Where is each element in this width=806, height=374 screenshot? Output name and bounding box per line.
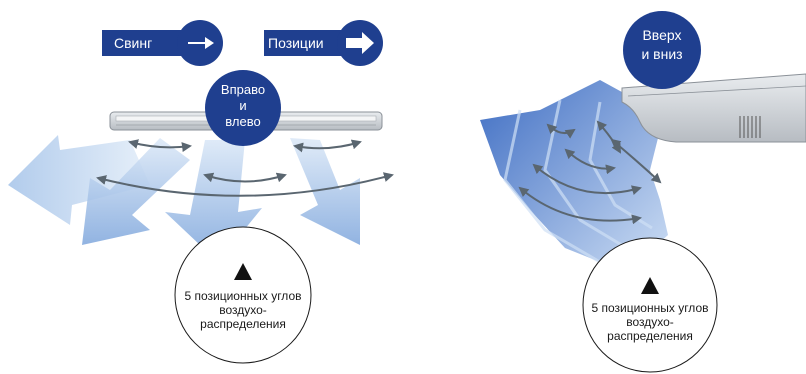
right-caption-line3: распределения [607, 329, 693, 343]
swing-arc-1 [546, 123, 576, 139]
left-airflow-fan [8, 135, 360, 262]
badge-left-right-line2: и [239, 98, 247, 113]
badge-up-down-line1: Вверх [642, 27, 682, 43]
left-swing-arrows [96, 139, 394, 197]
airflow-arrow-far-left [8, 135, 150, 225]
triangle-marker-left [234, 263, 252, 280]
left-caption-line1: 5 позиционных углов [184, 289, 302, 303]
left-caption: 5 позиционных углов воздухо- распределен… [173, 289, 313, 331]
badge-up-down-text: Вверх и вниз [624, 26, 700, 64]
legend-positions-label: Позиции [268, 35, 324, 51]
triangle-marker-right [641, 277, 659, 294]
positions-arrow-icon [346, 32, 374, 54]
badge-left-right-line3: влево [225, 114, 261, 129]
left-caption-line3: распределения [200, 317, 286, 331]
badge-left-right-text: Вправо и влево [205, 82, 281, 130]
swing-arc-lower [96, 172, 394, 197]
swing-arc-6 [610, 138, 662, 184]
right-caption-line1: 5 позиционных углов [591, 301, 709, 315]
right-caption-circle [582, 237, 718, 373]
swing-arc-5 [518, 186, 642, 225]
right-indoor-unit [621, 73, 806, 143]
badge-left-right [205, 70, 281, 146]
left-caption-line2: воздухо- [219, 303, 267, 317]
right-caption-line2: воздухо- [626, 315, 674, 329]
right-caption: 5 позиционных углов воздухо- распределен… [580, 301, 720, 343]
legend-positions [264, 20, 383, 66]
unit-vent-grille [739, 116, 761, 138]
swing-arc-upper-right [293, 139, 362, 153]
legend-swing [102, 20, 223, 66]
badge-up-down [623, 11, 701, 89]
badge-up-down-line2: и вниз [641, 46, 683, 62]
airflow-arrow-right [290, 138, 360, 245]
airflow-arrow-left [82, 138, 190, 245]
left-caption-circle [174, 226, 312, 364]
swing-arc-upper-left [128, 139, 192, 153]
legend-swing-label: Свинг [114, 35, 153, 51]
badge-left-right-line1: Вправо [220, 82, 266, 97]
swing-arrow-icon [188, 37, 214, 49]
right-swing-arrows [518, 120, 662, 225]
